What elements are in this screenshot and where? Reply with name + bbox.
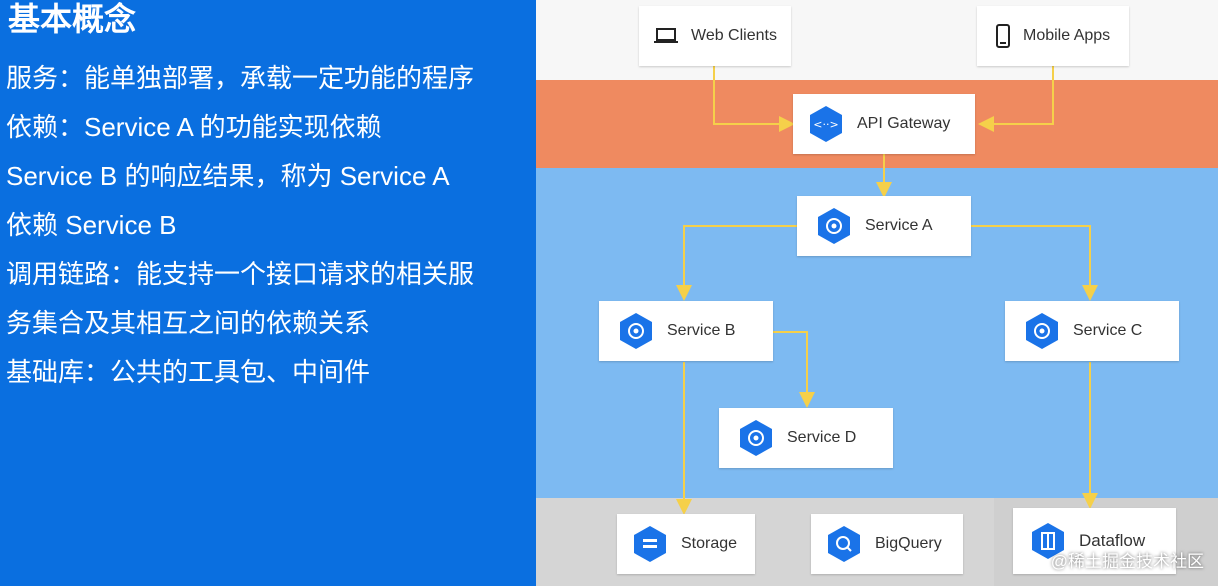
service-b-label: Service B <box>667 322 736 339</box>
phone-icon <box>996 24 1010 48</box>
storage-node[interactable]: Storage <box>617 514 755 574</box>
arrow-mobile-to-gateway <box>978 66 1054 132</box>
service-a-icon <box>818 208 850 244</box>
bigquery-label: BigQuery <box>875 535 942 552</box>
architecture-diagram: Web Clients Mobile Apps <··> API Gateway… <box>536 0 1218 586</box>
dataflow-node[interactable]: Dataflow <box>1013 508 1176 574</box>
svg-text:<··>: <··> <box>813 118 838 131</box>
panel-title: 基本概念 <box>8 1 137 37</box>
arrow-web-to-gateway <box>713 66 795 132</box>
arrow-service-b-to-service-d <box>773 331 815 408</box>
arrow-service-a-to-service-c <box>971 225 1098 301</box>
service-d-icon <box>740 420 772 456</box>
api-gateway-node[interactable]: <··> API Gateway <box>793 94 975 154</box>
service-d-label: Service D <box>787 429 857 446</box>
connection-arrows <box>676 66 1098 515</box>
service-c-label: Service C <box>1073 322 1143 339</box>
dataflow-icon <box>1032 523 1064 559</box>
service-c-icon <box>1026 313 1058 349</box>
service-b-icon <box>620 313 652 349</box>
storage-icon <box>634 526 666 562</box>
concept-line-base-library: 基础库：公共的工具包、中间件 <box>6 357 371 387</box>
concept-line-call-chain-cont: 务集合及其相互之间的依赖关系 <box>6 308 371 338</box>
arrow-service-a-to-service-b <box>676 225 797 301</box>
storage-label: Storage <box>681 535 738 552</box>
concept-line-dependency: 依赖：Service A 的功能实现依赖 <box>6 112 382 142</box>
watermark: @稀土掘金技术社区 <box>1050 552 1204 571</box>
service-a-node[interactable]: Service A <box>797 196 971 256</box>
dataflow-label: Dataflow <box>1079 531 1146 550</box>
api-gateway-label: API Gateway <box>857 115 951 132</box>
mobile-apps-label: Mobile Apps <box>1023 27 1111 44</box>
bigquery-icon <box>828 526 860 562</box>
web-clients-label: Web Clients <box>691 27 777 44</box>
laptop-icon <box>654 28 678 43</box>
service-c-node[interactable]: Service C <box>1005 301 1179 361</box>
service-d-node[interactable]: Service D <box>719 408 893 468</box>
concept-line-service: 服务：能单独部署，承载一定功能的程序 <box>6 63 475 93</box>
service-a-label: Service A <box>865 217 933 234</box>
gateway-icon: <··> <box>810 106 842 142</box>
service-b-node[interactable]: Service B <box>599 301 773 361</box>
concept-line-call-chain: 调用链路：能支持一个接口请求的相关服 <box>6 259 475 289</box>
concept-line-dependency-end: 依赖 Service B <box>6 210 177 240</box>
web-clients-node[interactable]: Web Clients <box>639 6 791 66</box>
concept-line-dependency-cont: Service B 的响应结果，称为 Service A <box>6 161 450 191</box>
concept-panel: 基本概念 服务：能单独部署，承载一定功能的程序 依赖：Service A 的功能… <box>0 0 536 586</box>
mobile-apps-node[interactable]: Mobile Apps <box>977 6 1129 66</box>
bigquery-node[interactable]: BigQuery <box>811 514 963 574</box>
